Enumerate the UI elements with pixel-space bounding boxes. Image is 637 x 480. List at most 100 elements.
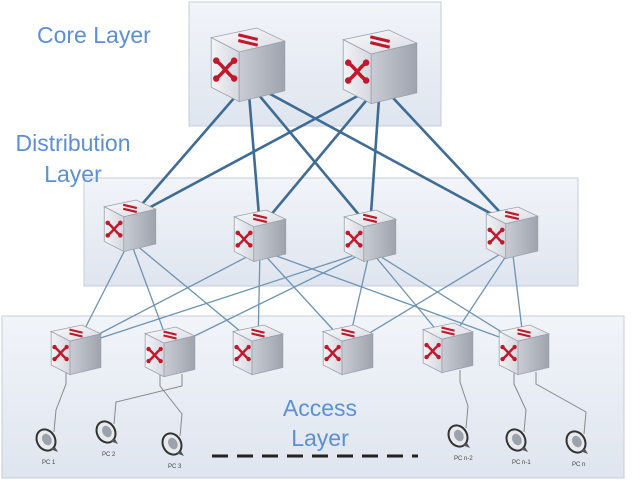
pc-2-icon: PC 2: [95, 420, 118, 458]
switch-top-arrow: [251, 332, 265, 338]
core-distribution-link: [379, 83, 513, 226]
switch-arrowhead: [230, 75, 238, 82]
pc-stand: [50, 447, 58, 452]
switch-arrowhead: [500, 240, 505, 245]
switch-top-arrow: [253, 217, 267, 224]
switch-top-arrow: [341, 332, 355, 338]
access-layer-title-line2: Layer: [291, 425, 349, 451]
pc-cable: [113, 374, 183, 425]
core-switch-2-icon: [342, 29, 419, 105]
distribution-access-link: [369, 249, 525, 347]
switch-arrowhead: [358, 230, 363, 236]
pc-label: PC n-2: [454, 456, 473, 462]
access-switch-6-icon: [497, 324, 551, 376]
access-switch-2-icon: [143, 326, 197, 378]
switch-arrowhead: [146, 358, 151, 364]
switch-arrowhead: [512, 344, 517, 350]
switch-side-face: [123, 208, 157, 253]
switch-top-arrow: [363, 213, 377, 219]
switch-top-arrow: [238, 33, 258, 41]
distribution-switch-2-icon: [233, 209, 287, 263]
switch-arrowhead: [336, 356, 341, 362]
switch-arrowhead: [436, 354, 441, 360]
switch-arrowhead: [212, 57, 220, 64]
switch-arrowhead: [235, 243, 241, 248]
distribution-access-link: [129, 239, 259, 347]
core-distribution-link: [246, 81, 262, 229]
core-switch-1-icon: [210, 27, 287, 103]
switch-arrowhead: [324, 356, 329, 362]
switch-top-arrow: [517, 328, 531, 334]
switch-arrowhead: [324, 344, 329, 350]
switch-arrowhead: [487, 240, 493, 245]
distribution-access-link: [259, 249, 525, 347]
access-switch-1-icon: [49, 324, 103, 376]
switch-arrowhead: [358, 243, 363, 248]
switch-arrowhead: [235, 230, 241, 236]
switch-arrowhead: [118, 220, 123, 226]
core-distribution-link: [129, 81, 249, 219]
switch-top-arrow: [341, 328, 355, 334]
switch-side-face: [363, 218, 397, 263]
switch-arrowhead: [246, 356, 251, 362]
pc-4-icon: PC n-2: [447, 424, 473, 462]
pc-label: PC 1: [42, 460, 56, 466]
switch-arrowhead: [500, 344, 505, 350]
core-distribution-link: [259, 83, 381, 229]
core-distribution-link: [368, 83, 382, 229]
switch-top-arrow: [370, 35, 390, 43]
switch-arrowhead: [118, 233, 123, 238]
pc-label: PC n: [572, 462, 585, 468]
switch-side-face: [341, 333, 374, 376]
switch-top-arrow: [363, 217, 377, 224]
pc-cables: [53, 370, 587, 437]
pc-1-icon: PC 1: [35, 428, 58, 466]
pc-stand: [580, 449, 588, 454]
pc-cable: [159, 374, 183, 437]
switch-arrowhead: [436, 342, 441, 348]
pc-stand: [520, 447, 528, 452]
distribution-layer-title: Distribution: [15, 130, 130, 156]
pc-cable: [53, 372, 67, 433]
core-distribution-link: [129, 82, 381, 220]
switch-side-face: [253, 218, 287, 263]
pc-screen: [572, 435, 582, 448]
access-switch-5-icon: [421, 322, 475, 374]
switch-side-face: [370, 42, 418, 105]
pc-screen: [512, 433, 522, 446]
distribution-layer-title-line2: Layer: [44, 161, 102, 187]
switch-arrowhead: [345, 243, 351, 248]
switch-arrowhead: [105, 220, 111, 226]
distribution-switch-3-icon: [343, 209, 397, 263]
switch-top-arrow: [253, 213, 267, 219]
pc-label: PC 3: [168, 464, 182, 470]
switch-top-arrow: [238, 39, 258, 47]
switch-arrowhead: [146, 346, 151, 352]
switch-arrowhead: [362, 59, 370, 66]
pc-screen: [102, 425, 112, 438]
distribution-access-link: [347, 246, 513, 347]
distribution-access-link: [169, 249, 371, 349]
switch-arrowhead: [105, 233, 111, 238]
switch-top-arrow: [370, 41, 390, 49]
access-layer-title: Access: [283, 395, 357, 421]
pc-screen: [168, 437, 178, 450]
switch-top-arrow: [123, 207, 137, 214]
switch-arrowhead: [344, 77, 352, 84]
switch-arrowhead: [158, 358, 163, 364]
switch-side-face: [238, 40, 286, 103]
pc-stand: [176, 451, 184, 456]
switch-top-arrow: [123, 203, 137, 209]
switch-arrowhead: [246, 344, 251, 350]
pc-stand: [462, 443, 470, 448]
switch-arrowhead: [52, 356, 57, 362]
switch-arrowhead: [234, 356, 239, 362]
switch-arrowhead: [424, 354, 429, 360]
distribution-switch-4-icon: [485, 206, 539, 260]
access-switch-4-icon: [321, 324, 375, 376]
pc-cable: [513, 372, 527, 433]
switch-top-arrow: [441, 326, 455, 332]
switch-top-arrow: [251, 328, 265, 334]
pc-cable: [459, 370, 469, 429]
